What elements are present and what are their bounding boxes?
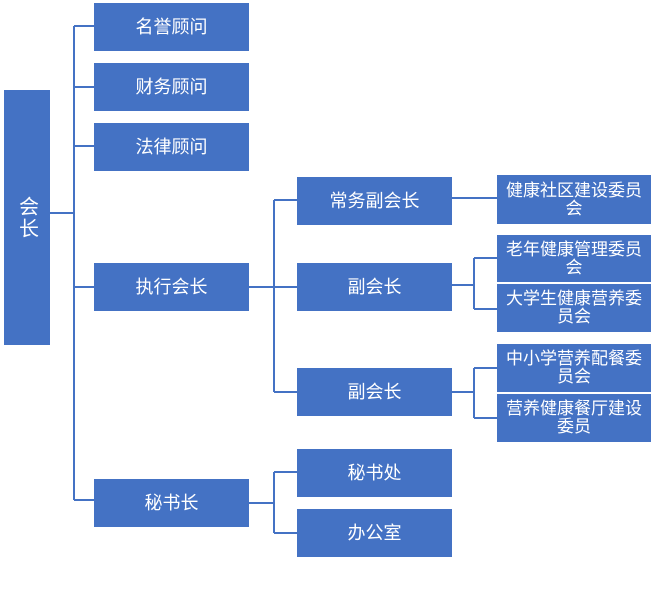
node-committee-elderly-health: 老年健康管理委员会 bbox=[497, 235, 651, 282]
node-committee-student-nutrition: 大学生健康营养委员会 bbox=[497, 284, 651, 332]
node-vice-president-a: 副会长 bbox=[297, 263, 452, 311]
node-executive-president: 执行会长 bbox=[94, 263, 249, 311]
node-vice-president-b: 副会长 bbox=[297, 368, 452, 416]
node-office: 办公室 bbox=[297, 509, 452, 557]
node-committee-healthy-community: 健康社区建设委员会 bbox=[497, 175, 651, 224]
node-president: 会长 bbox=[4, 90, 50, 345]
node-secretariat: 秘书处 bbox=[297, 449, 452, 497]
node-financial-advisor: 财务顾问 bbox=[94, 63, 249, 111]
node-committee-healthy-restaurant: 营养健康餐厅建设委员 bbox=[497, 394, 651, 442]
node-committee-school-meals: 中小学营养配餐委员会 bbox=[497, 344, 651, 392]
node-executive-vice-president: 常务副会长 bbox=[297, 177, 452, 225]
node-secretary-general: 秘书长 bbox=[94, 479, 249, 527]
node-honorary-advisor: 名誉顾问 bbox=[94, 3, 249, 51]
node-legal-advisor: 法律顾问 bbox=[94, 123, 249, 171]
